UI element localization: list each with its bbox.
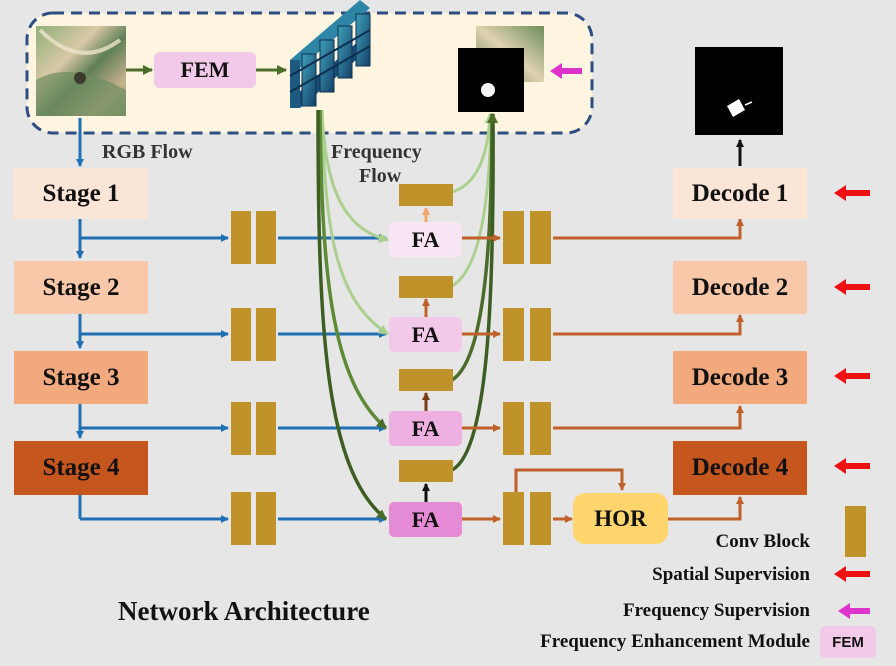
frequency-flow-label-line2: Flow: [359, 165, 402, 187]
stage-2-box: Stage 2: [14, 261, 148, 314]
stage-3-box: Stage 3: [14, 351, 148, 404]
fa-box-3: FA: [389, 411, 462, 446]
spatial-supervision-arrows: [834, 185, 870, 582]
fa-output-blocks: [399, 184, 453, 482]
frequency-supervision-arrow: [550, 63, 582, 79]
legend-fem-label: Frequency Enhancement Module: [540, 631, 810, 652]
stage-4-box: Stage 4: [14, 441, 148, 495]
legend-spatial-arrow: [834, 566, 870, 582]
conv-blocks-left: [231, 211, 276, 545]
hor-box: HOR: [573, 493, 668, 544]
decode-2-box: Decode 2: [673, 261, 807, 314]
legend-conv-block-label: Conv Block: [715, 531, 811, 552]
output-mask-image: [695, 47, 783, 135]
fem-box: FEM: [154, 52, 256, 88]
frequency-flow-curves: [316, 109, 499, 521]
decode-4-box: Decode 4: [673, 441, 807, 495]
frequency-flow-label-line1: Frequency: [331, 141, 422, 163]
frequency-mask-image: [458, 26, 544, 112]
decode-1-box: Decode 1: [673, 168, 807, 219]
legend-frequency-label: Frequency Supervision: [622, 600, 810, 621]
legend-fem-box: FEM: [820, 626, 876, 658]
fa-box-4: FA: [389, 502, 462, 537]
fa-box-1: FA: [389, 222, 462, 257]
input-image: [36, 26, 126, 116]
frequency-feature-cube: [289, 0, 371, 108]
stage-1-box: Stage 1: [14, 168, 148, 219]
diagram-title: Network Architecture: [118, 596, 370, 626]
legend-conv-block: [845, 506, 866, 557]
conv-blocks-right: [503, 211, 551, 545]
fa-box-2: FA: [389, 317, 462, 352]
rgb-flow-label: RGB Flow: [102, 141, 193, 163]
decode-3-box: Decode 3: [673, 351, 807, 404]
legend-frequency-arrow: [838, 603, 870, 619]
legend-spatial-label: Spatial Supervision: [652, 564, 810, 585]
